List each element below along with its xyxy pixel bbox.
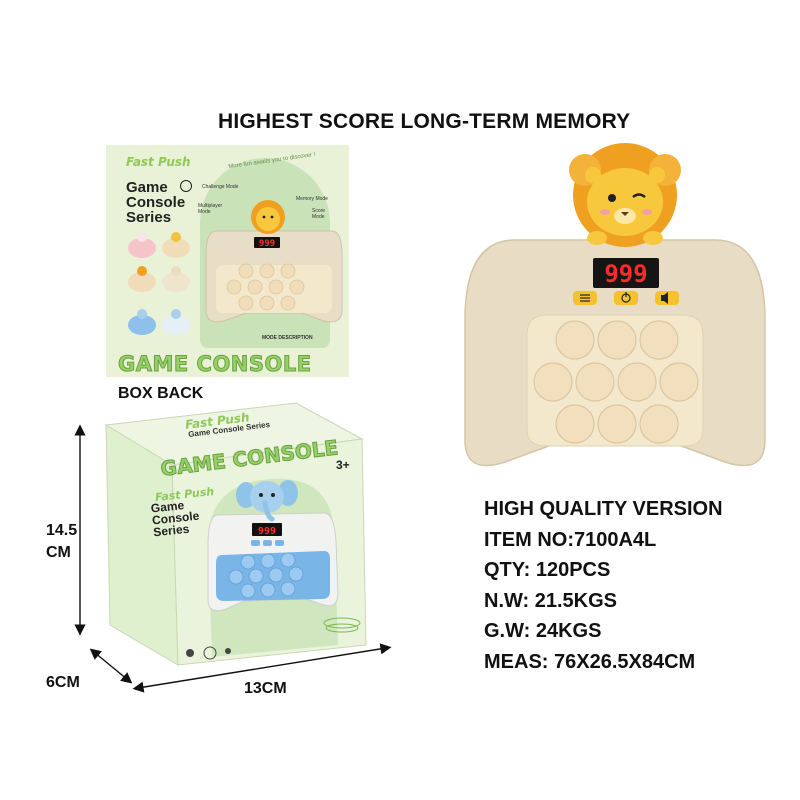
box-back-console: 999 bbox=[205, 200, 343, 323]
box-back-thumbnails bbox=[128, 232, 190, 335]
bubble[interactable] bbox=[555, 320, 595, 360]
brand-mark-icon bbox=[180, 180, 192, 192]
bubble-grid bbox=[533, 320, 699, 444]
box-back-mode-multiplayer: Multiplayer Mode bbox=[198, 203, 223, 215]
box-back-big-title: GAME CONSOLE bbox=[118, 352, 312, 377]
bubble[interactable] bbox=[555, 404, 595, 444]
box-back-label: BOX BACK bbox=[118, 385, 204, 402]
height-label: 14.5 CM bbox=[46, 520, 77, 564]
bubble[interactable] bbox=[639, 404, 679, 444]
headline: HIGHEST SCORE LONG-TERM MEMORY bbox=[218, 110, 631, 133]
box-back-mode-memory: Memory Mode bbox=[296, 196, 328, 202]
spec-measurement: MEAS: 76X26.5X84CM bbox=[484, 650, 696, 673]
box-back-brand: Fast Push bbox=[126, 155, 191, 169]
height-unit: CM bbox=[46, 544, 71, 561]
box-back-series-line1: Game bbox=[126, 179, 168, 196]
box-back-series-line2: Console bbox=[126, 194, 186, 211]
box-back-mode-description: MODE DESCRIPTION bbox=[262, 335, 313, 341]
box-back-mode-score: Score Mode bbox=[312, 208, 326, 220]
box-front-display-digits: 999 bbox=[258, 526, 276, 537]
spec-quality: HIGH QUALITY VERSION bbox=[484, 498, 723, 520]
depth-label: 6CM bbox=[46, 674, 80, 691]
box-back-illustrations: 999 bbox=[128, 200, 343, 335]
bubble[interactable] bbox=[639, 320, 679, 360]
width-arrow bbox=[132, 643, 392, 693]
spec-net-weight: N.W: 21.5KGS bbox=[484, 589, 617, 612]
box-front-console: 999 bbox=[207, 480, 339, 612]
width-label: 13CM bbox=[244, 680, 287, 697]
box-back-series-line3: Series bbox=[126, 209, 172, 226]
power-button[interactable] bbox=[614, 291, 638, 305]
spec-gross-weight: G.W: 24KGS bbox=[484, 620, 602, 642]
height-value: 14.5 bbox=[46, 522, 78, 539]
main-console: 999 bbox=[464, 143, 766, 467]
box-front-age: 3+ bbox=[336, 458, 350, 472]
score-display bbox=[593, 258, 659, 288]
bubble[interactable] bbox=[597, 404, 637, 444]
spec-qty: QTY: 120PCS bbox=[484, 559, 611, 581]
box-back-mode-challenge: Challenge Mode bbox=[202, 184, 239, 190]
bubble[interactable] bbox=[597, 320, 637, 360]
bubble[interactable] bbox=[659, 362, 699, 402]
bubble[interactable] bbox=[575, 362, 615, 402]
box-back-series: Game Console Series bbox=[126, 180, 185, 225]
bubble[interactable] bbox=[617, 362, 657, 402]
box-back-display-digits: 999 bbox=[259, 239, 275, 249]
bubble[interactable] bbox=[533, 362, 573, 402]
depth-arrow bbox=[89, 648, 133, 684]
lion-topper bbox=[569, 143, 681, 247]
score-display-digits: 999 bbox=[604, 260, 647, 288]
specs-list: HIGH QUALITY VERSION ITEM NO:7100A4L QTY… bbox=[484, 494, 723, 677]
box-front-image: 999 bbox=[104, 402, 367, 666]
spec-item-no: ITEM NO:7100A4L bbox=[484, 528, 657, 551]
